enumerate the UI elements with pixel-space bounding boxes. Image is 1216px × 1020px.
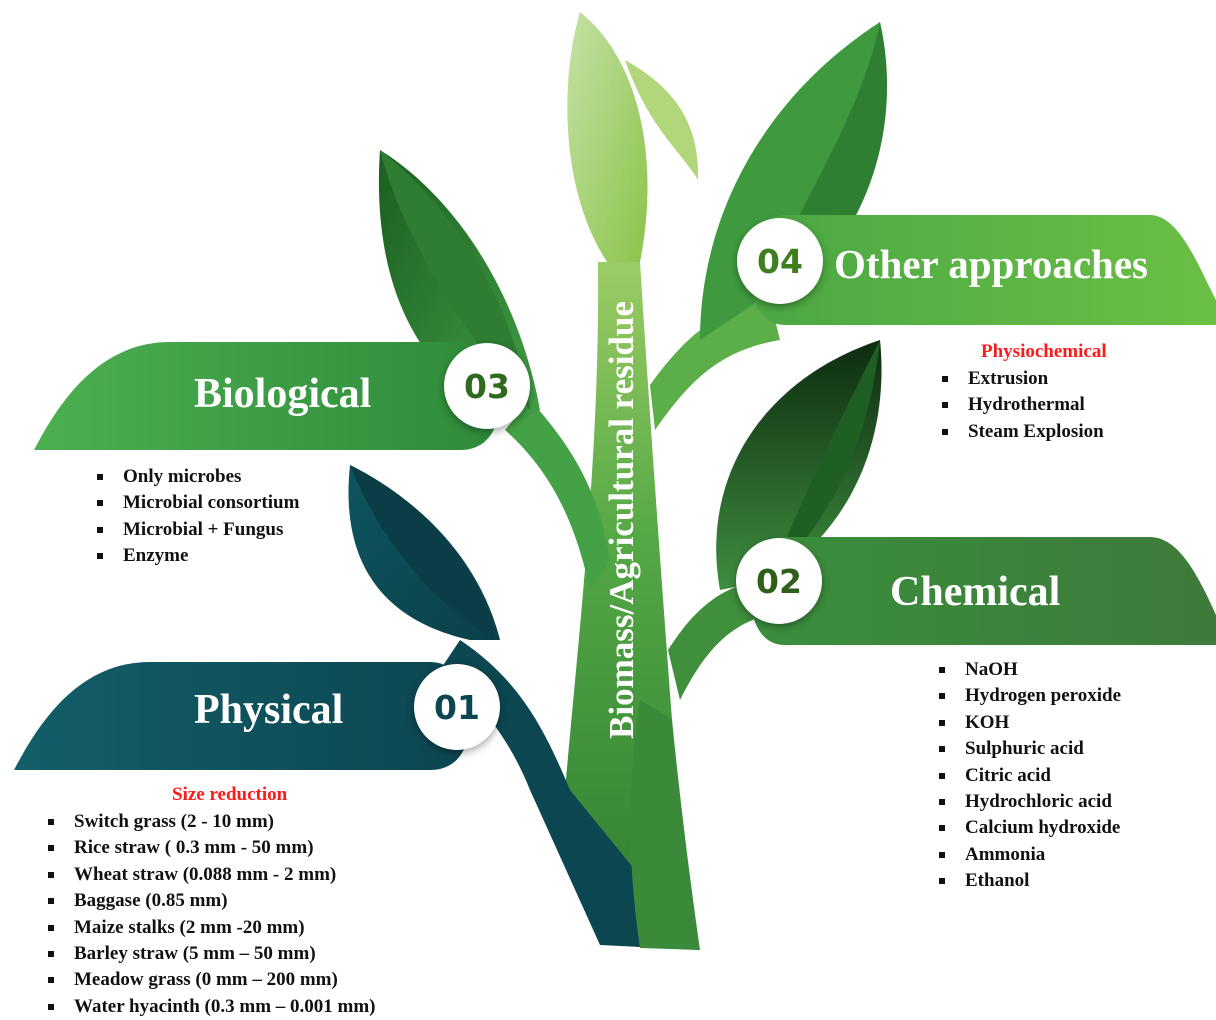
list-item: Hydrothermal — [938, 392, 1104, 418]
other-number-badge: 04 — [737, 218, 823, 304]
list-item: Maize stalks (2 mm -20 mm) — [44, 915, 376, 941]
list-item: Barley straw (5 mm – 50 mm) — [44, 941, 376, 967]
upper-right-branch — [650, 300, 780, 430]
list-item: Wheat straw (0.088 mm - 2 mm) — [44, 862, 376, 888]
top-leaf — [567, 12, 648, 262]
list-item: Microbial consortium — [93, 490, 299, 516]
list-item: Ammonia — [935, 842, 1121, 868]
chemical-list: NaOH Hydrogen peroxide KOH Sulphuric aci… — [935, 657, 1121, 895]
list-item: Extrusion — [938, 366, 1104, 392]
list-item: KOH — [935, 710, 1121, 736]
physical-panel — [14, 662, 470, 770]
teal-leaf-fold — [350, 465, 495, 640]
list-item: Water hyacinth (0.3 mm – 0.001 mm) — [44, 994, 376, 1020]
other-heading: Physiochemical — [981, 341, 1107, 362]
physical-list: Switch grass (2 - 10 mm) Rice straw ( 0.… — [44, 809, 376, 1020]
chemical-number: 02 — [756, 561, 802, 601]
left-upper-branch — [505, 400, 610, 590]
biological-list: Only microbes Microbial consortium Micro… — [93, 464, 299, 570]
list-item: Hydrogen peroxide — [935, 683, 1121, 709]
list-item: Only microbes — [93, 464, 299, 490]
biological-number-badge: 03 — [444, 343, 530, 429]
list-item: Meadow grass (0 mm – 200 mm) — [44, 967, 376, 993]
other-list: Extrusion Hydrothermal Steam Explosion — [938, 366, 1104, 445]
chemical-number-badge: 02 — [736, 538, 822, 624]
list-item: Baggase (0.85 mm) — [44, 888, 376, 914]
other-number: 04 — [757, 241, 803, 281]
physical-title: Physical — [194, 687, 344, 733]
chemical-panel — [750, 537, 1216, 645]
list-item: Rice straw ( 0.3 mm - 50 mm) — [44, 835, 376, 861]
list-item: Sulphuric acid — [935, 736, 1121, 762]
list-item: Microbial + Fungus — [93, 517, 299, 543]
chemical-title: Chemical — [890, 569, 1061, 615]
right-lower-leaf — [716, 340, 882, 590]
biological-panel — [34, 342, 500, 450]
list-item: Switch grass (2 - 10 mm) — [44, 809, 376, 835]
list-item: Steam Explosion — [938, 419, 1104, 445]
list-item: Calcium hydroxide — [935, 815, 1121, 841]
list-item: Citric acid — [935, 763, 1121, 789]
trunk-label: Biomass/Agricultural residue — [602, 301, 641, 739]
right-lower-leaf-fold — [770, 340, 880, 580]
other-panel — [750, 215, 1216, 325]
physical-number: 01 — [434, 687, 480, 727]
right-stem — [630, 700, 700, 950]
biological-title: Biological — [194, 371, 372, 417]
top-leaf-fold — [625, 60, 699, 180]
list-item: Ethanol — [935, 868, 1121, 894]
list-item: Enzyme — [93, 543, 299, 569]
list-item: NaOH — [935, 657, 1121, 683]
list-item: Hydrochloric acid — [935, 789, 1121, 815]
biological-number: 03 — [464, 366, 510, 406]
physical-heading: Size reduction — [172, 784, 288, 805]
physical-number-badge: 01 — [414, 664, 500, 750]
other-title: Other approaches — [834, 241, 1148, 287]
